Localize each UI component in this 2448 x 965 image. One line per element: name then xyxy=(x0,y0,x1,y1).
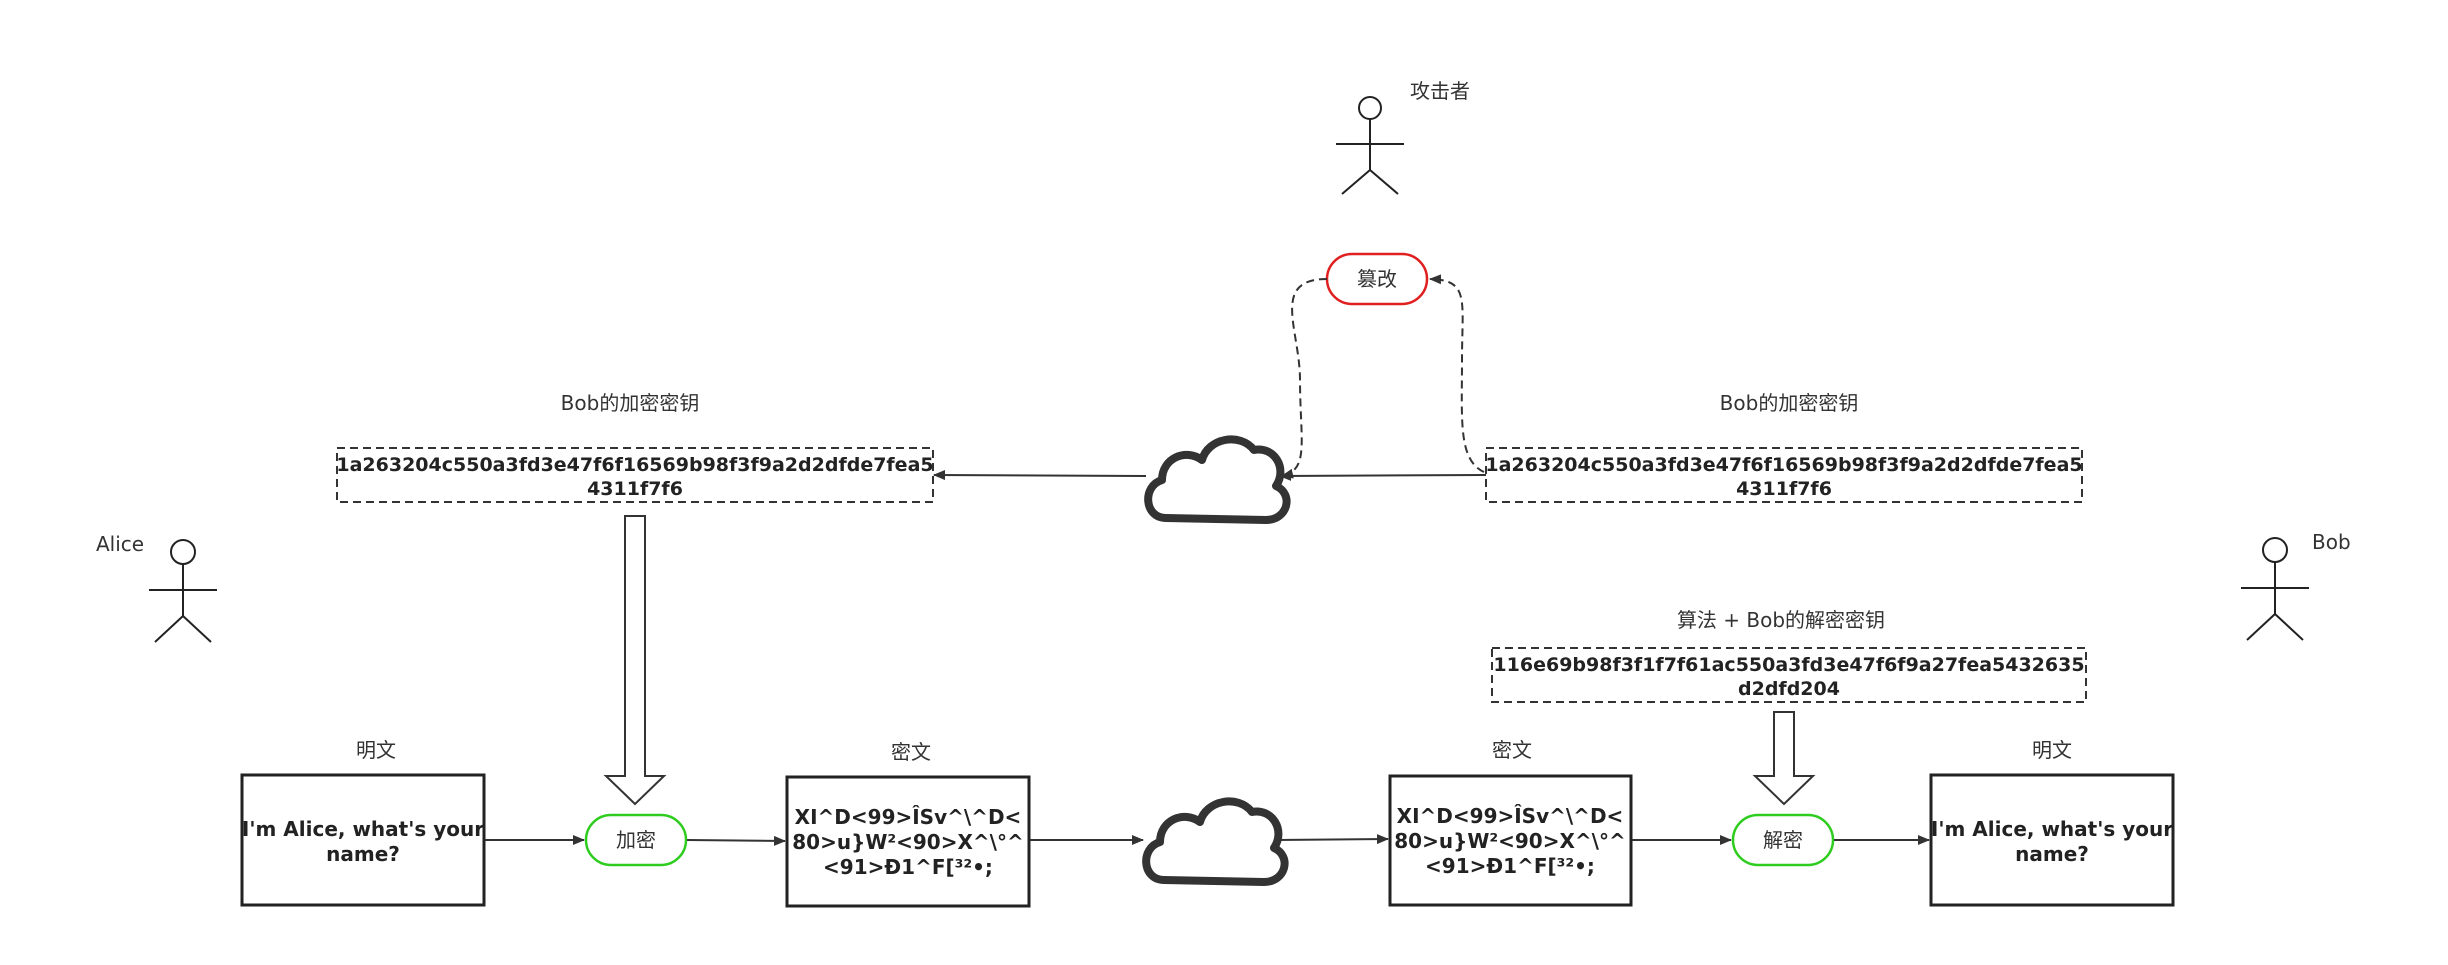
ciphertext-right-title: 密文 xyxy=(1492,738,1532,762)
alice-label: Alice xyxy=(96,532,144,556)
person-icon xyxy=(1336,96,1404,195)
ciphertext-right-line-2: 80>u}W²<90>X^\°^ xyxy=(1394,829,1625,853)
key-left-line-1: 1a263204c550a3fd3e47f6f16569b98f3f9a2d2d… xyxy=(336,454,933,476)
key-left-title: Bob的加密密钥 xyxy=(561,391,700,415)
plaintext-right-line-1: I'm Alice, what's your xyxy=(1931,817,2173,841)
plaintext-left-line-1: I'm Alice, what's your xyxy=(242,817,484,841)
ciphertext-left-line-1: XI^D<99>ÎSv^\^D< xyxy=(795,805,1022,829)
person-icon xyxy=(2241,537,2309,641)
bob-actor: Bob xyxy=(2241,530,2351,641)
plaintext-right-line-2: name? xyxy=(2015,842,2089,866)
cloud-to-ciphertext-connector xyxy=(1275,834,1389,845)
bob-key-to-tamper-connector xyxy=(1429,274,1485,473)
key-right-box: 1a263204c550a3fd3e47f6f16569b98f3f9a2d2d… xyxy=(1485,447,2083,503)
ciphertext-right-box: XI^D<99>ÎSv^\^D< 80>u}W²<90>X^\°^ <91>Ð1… xyxy=(1388,774,1633,907)
plaintext-right-title: 明文 xyxy=(2032,738,2072,762)
cloud-icon xyxy=(1144,435,1291,524)
plaintext-left-box: I'm Alice, what's your name? xyxy=(240,773,486,907)
encrypt-label: 加密 xyxy=(616,828,656,852)
key-right-line-1: 1a263204c550a3fd3e47f6f16569b98f3f9a2d2d… xyxy=(1485,454,2082,476)
key-left-box: 1a263204c550a3fd3e47f6f16569b98f3f9a2d2d… xyxy=(336,447,934,503)
key-to-encrypt-block-arrow xyxy=(603,515,667,806)
bob-key-to-cloud-connector xyxy=(1279,470,1487,481)
decrypt-key-box: 116e69b98f3f1f7f61ac550a3fd3e47f6f9a27fe… xyxy=(1491,647,2087,703)
ciphertext-left-title: 密文 xyxy=(891,740,931,764)
decrypt-label: 解密 xyxy=(1763,828,1803,852)
key-left-line-2: 4311f7f6 xyxy=(587,478,683,500)
attacker-actor: 攻击者 xyxy=(1336,79,1470,195)
plaintext-left-line-2: name? xyxy=(326,842,400,866)
decrypt-node xyxy=(1731,813,1835,867)
ciphertext-left-line-3: <91>Ð1^F[³²•; xyxy=(823,855,993,879)
cloud-icon xyxy=(1142,797,1289,886)
decrypt-key-line-2: d2dfd204 xyxy=(1738,678,1840,700)
bob-label: Bob xyxy=(2312,530,2351,554)
decrypt-key-to-decrypt-block-arrow xyxy=(1752,711,1816,806)
ciphertext-left-line-2: 80>u}W²<90>X^\°^ xyxy=(792,830,1023,854)
decrypt-key-line-1: 116e69b98f3f1f7f61ac550a3fd3e47f6f9a27fe… xyxy=(1493,654,2084,676)
encrypt-to-ciphertext-connector xyxy=(686,835,786,846)
person-icon xyxy=(149,539,217,643)
encrypt-process: 加密 xyxy=(584,813,688,867)
ciphertext-right-line-1: XI^D<99>ÎSv^\^D< xyxy=(1397,804,1624,828)
cloud-to-alice-key-connector xyxy=(933,470,1147,481)
decrypt-key-title: 算法 + Bob的解密密钥 xyxy=(1677,608,1885,632)
plaintext-right-box: I'm Alice, what's your name? xyxy=(1929,773,2175,907)
key-right-title: Bob的加密密钥 xyxy=(1720,391,1859,415)
key-right-line-2: 4311f7f6 xyxy=(1736,478,1832,500)
attacker-label: 攻击者 xyxy=(1410,79,1470,103)
tamper-label: 篡改 xyxy=(1357,267,1397,291)
ciphertext-right-line-3: <91>Ð1^F[³²•; xyxy=(1425,854,1595,878)
ciphertext-left-box: XI^D<99>ÎSv^\^D< 80>u}W²<90>X^\°^ <91>Ð1… xyxy=(785,775,1031,908)
encrypt-node xyxy=(584,813,688,867)
tamper-process: 篡改 xyxy=(1325,252,1429,306)
tamper-to-cloud-connector xyxy=(1281,278,1328,479)
decrypt-process: 解密 xyxy=(1731,813,1835,867)
plaintext-left-title: 明文 xyxy=(356,738,396,762)
alice-actor: Alice xyxy=(96,532,217,643)
